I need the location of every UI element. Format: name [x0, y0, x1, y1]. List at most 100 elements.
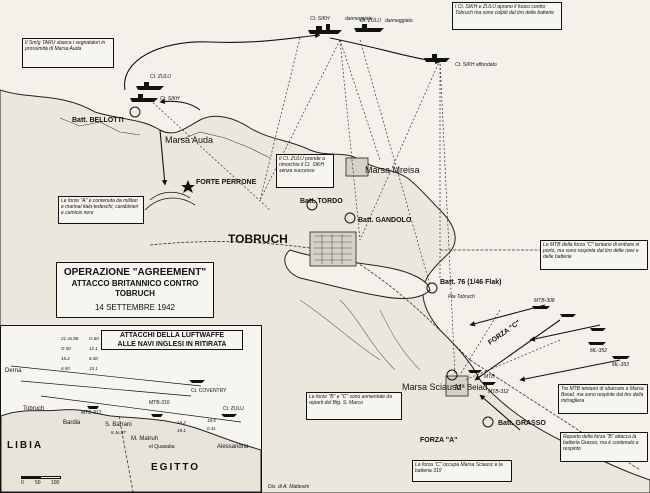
label-mersa-beiad: Mª Beiad [455, 383, 487, 392]
note-7: Tre MTB tentano di sbarcare a Marsa Beia… [558, 384, 648, 414]
ship-mtb-308 [532, 306, 550, 309]
label-ship-sikh-top: Ct. SIKH [310, 16, 330, 22]
battery-gandolo-icon [344, 212, 356, 224]
inset-place-mmatruh: M. Matruh [131, 436, 159, 442]
title-box: OPERAZIONE "AGREEMENT" ATTACCO BRITANNIC… [56, 262, 214, 318]
inset-time-13: 0.31 [207, 426, 216, 431]
star-icon [181, 180, 195, 193]
label-ship-mtb-316: MTB [484, 374, 495, 380]
inset-time-3: G.50 [61, 346, 71, 351]
label-ship-zulu-top: Ct. ZULU [360, 18, 381, 24]
label-ship-ml-352: ML-352 [590, 348, 607, 354]
label-marsa-auda: Marsa Auda [165, 135, 213, 145]
ship-sikh-sinks [424, 54, 450, 62]
label-forte-perrone: FORTE PERRONE [196, 179, 257, 186]
battery-bellotti-icon [129, 106, 141, 118]
inset-scale-50: 50 [35, 480, 41, 486]
ship-mtb-c [468, 370, 482, 373]
note-1: Il Sm/g TARU sbarca i segnalatori in pro… [22, 38, 114, 68]
label-ship-zulu-left: Ct. ZULU [150, 74, 171, 80]
inset-time-5: 16.2 [61, 356, 70, 361]
label-forza-a: FORZA "A" [420, 437, 458, 444]
label-ship-damaged2: danneggiato [385, 18, 413, 24]
battery-grasso-icon [482, 416, 494, 428]
inset-place-quasaba: el Quasaba [149, 444, 175, 450]
inset-time-4: 12.1 [89, 346, 98, 351]
tobruch-town [309, 157, 469, 397]
inset-scale-100: 100 [51, 480, 60, 486]
note-5: Le MTB della forza "C" tentano di entrar… [540, 240, 648, 270]
inset-routes [10, 365, 242, 423]
ship-mtb-d [482, 382, 496, 385]
landing-arcs [144, 191, 196, 211]
battery-toroo-icon [306, 199, 318, 211]
inset-time-9: 8 Ju.87 [111, 430, 126, 435]
inset-time-7: 6.50 [61, 366, 70, 371]
title-line2: ATTACCO BRITANNICO CONTRO TOBRUCH [71, 279, 199, 298]
ship-zulu-left [136, 82, 164, 90]
inset-time-10: 16.2 [177, 420, 186, 425]
battery-beiad-icon [446, 369, 458, 381]
ship-silhouettes [130, 24, 630, 385]
inset-scale-bar [21, 476, 61, 479]
label-ship-ml-353: ML-353 [612, 362, 629, 368]
label-ship-sikh-sinks: Ct. SIKH affondato [455, 62, 497, 68]
ship-sikh-top [308, 24, 342, 34]
note-6: Le forze "B" e "C" sono annientate da re… [306, 392, 402, 420]
inset-time-1: 21 Ju.88 [61, 336, 79, 341]
label-batt-bellotti: Batt. BELLOTTI [72, 117, 124, 124]
label-ship-mtb-308: MTB-308 [534, 298, 555, 304]
ship-zulu-top [354, 24, 384, 32]
inset-place-alessandria: Alessandria [217, 444, 249, 450]
inset-time-8: 15.1 [89, 366, 98, 371]
fire-lines [149, 37, 561, 381]
label-ship-mtb-312: MTB-312 [488, 389, 509, 395]
inset-place-derna: Derna [5, 368, 22, 374]
ship-mtb-b [590, 328, 606, 331]
inset-ship-coventry: Ct. COVENTRY [191, 388, 227, 394]
note-2: I Ct. SIKH e ZULU aprono il fuoco contro… [452, 2, 562, 30]
credit: Dis. di A. Mattesini [268, 484, 310, 490]
ship-mtb-a [560, 314, 576, 317]
title-line3: 14 SETTEMBRE 1942 [94, 303, 176, 312]
label-pta-tobruch: Pta Tobruch [448, 294, 475, 300]
label-batt-grasso: Batt. GRASSO [498, 420, 546, 427]
inset-time-11: 19.1 [177, 428, 186, 433]
battery-markers [129, 106, 494, 428]
label-batt-tordo: Batt. TORDO [300, 198, 343, 205]
road [149, 241, 641, 471]
note-8: Reparto della forza "B" attacca la batte… [560, 432, 648, 462]
inset-place-bardia: Bardia [63, 420, 81, 426]
inset-place-tobruch: Tobruch [23, 406, 45, 412]
note-4: Le forze "A" è contenuta da militari e m… [58, 196, 144, 224]
ship-sikh-left [130, 94, 158, 102]
inset-canvas [1, 365, 261, 492]
inset-country-egitto: EGITTO [151, 462, 201, 473]
note-3: Il Ct. ZULU prende a rimorchio il Ct. SI… [276, 154, 334, 188]
label-ship-damaged1: danneggiato [345, 16, 373, 22]
inset-border [118, 415, 134, 492]
label-ship-sikh-left: Ct. SIKH [160, 96, 180, 102]
label-marsa-mreisa: Marsa Mreisa [365, 165, 420, 175]
inset-ships [87, 380, 237, 417]
inset-place-sbarrani: S. Barrani [105, 422, 132, 428]
inset-time-2: G.60 [89, 336, 99, 341]
inset-scale-0: 0 [21, 480, 24, 486]
inset-map: ATTACCHI DELLA LUFTWAFFE ALLE NAVI INGLE… [0, 325, 262, 493]
inset-ship-mtb310: MTB-310 [149, 400, 170, 406]
inset-time-12: 19.5 [207, 418, 216, 423]
title-line1: OPERAZIONE "AGREEMENT" [63, 267, 207, 278]
note-9: La forza "C" occupa Marsa Sciausc e la b… [412, 460, 512, 482]
label-batt-gandolo: Batt. GANDOLO [358, 217, 412, 224]
label-batt-76: Batt. 76 (1/46 Flak) [440, 279, 501, 286]
ship-ml-352 [588, 342, 606, 345]
label-tobruch: TOBRUCH [228, 232, 288, 246]
inset-coastline [1, 409, 261, 492]
battery-76-icon [426, 282, 438, 294]
inset-ship-mtb312: MTB-312 [81, 410, 102, 416]
inset-ship-zulu: Ct. ZULU [223, 406, 244, 412]
inset-time-6: 8.30 [89, 356, 98, 361]
label-marsa-sciausc: Marsa Sciausc [402, 382, 462, 392]
inset-country-libia: LIBIA [7, 440, 44, 451]
